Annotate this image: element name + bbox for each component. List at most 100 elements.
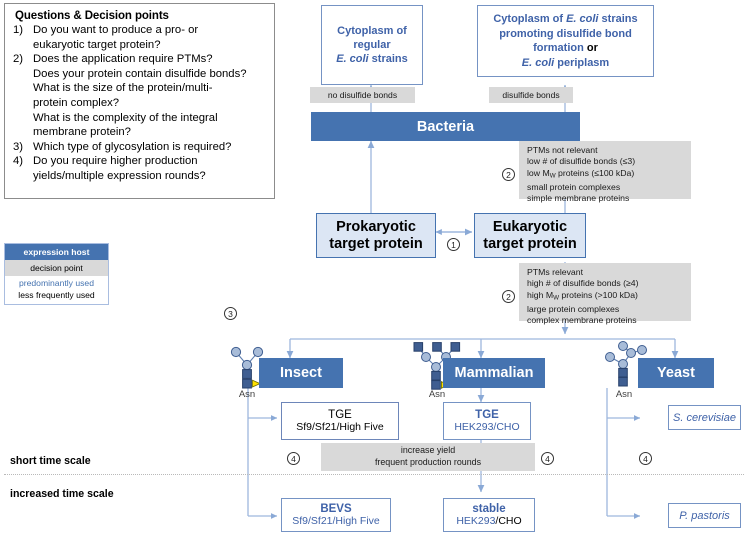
cytoplasm-regular-line1: Cytoplasm of — [337, 25, 407, 37]
question-text: What is the complexity of the integral — [33, 111, 218, 124]
legend-panel: expression host decision point predomina… — [4, 243, 109, 305]
asn-label-insect: Asn — [238, 389, 256, 400]
question-number: 4) — [13, 155, 24, 168]
cytoplasm-disulfide-line2: promoting disulfide bond — [499, 27, 632, 40]
host-mammalian-box[interactable]: Mammalian — [443, 358, 545, 388]
insect-bevs-box[interactable]: BEVS Sf9/Sf21/High Five — [281, 498, 391, 532]
eukaryotic-criteria-list: PTMs relevant high # of disulfide bonds … — [519, 263, 691, 325]
cytoplasm-disulfide-line3: formation or — [533, 41, 598, 56]
asn-label-yeast: Asn — [615, 389, 633, 400]
mammalian-stable-box[interactable]: stable HEK293/CHO — [443, 498, 535, 532]
or-text: or — [586, 42, 598, 54]
prokaryotic-label-line1: Prokaryotic — [336, 218, 416, 235]
prokaryotic-target-protein-box[interactable]: Prokaryotic target protein — [316, 213, 436, 258]
legend-decision-point: decision point — [5, 260, 108, 276]
insect-tge-title: TGE — [328, 409, 352, 421]
question-item: 4) Do you require higher production — [13, 154, 266, 169]
question-number: 2) — [13, 53, 24, 66]
ecoli-italic: E. coli — [521, 56, 555, 69]
decision-marker-1: 1 — [447, 238, 460, 251]
s-cerevisiae-label: S. cerevisiae — [673, 411, 736, 424]
stable-cells: HEK293/CHO — [456, 515, 521, 527]
question-item: 1) Do you want to produce a pro- or — [13, 23, 266, 38]
increase-yield-line2: frequent production rounds — [374, 457, 482, 467]
question-text: yields/multiple expression rounds? — [33, 169, 206, 182]
short-time-scale-label: short time scale — [10, 455, 91, 467]
cytoplasm-regular-ecoli-box: Cytoplasm of regular E. coli strains — [321, 5, 423, 85]
decision-marker-4-mammalian: 4 — [541, 452, 554, 465]
question-text: What is the size of the protein/multi- — [33, 82, 213, 95]
host-yeast-box[interactable]: Yeast — [638, 358, 714, 388]
tag-no-disulfide-bonds: no disulfide bonds — [310, 87, 415, 103]
ecoli-italic: E. coli — [566, 13, 599, 25]
decision-marker-4-yeast: 4 — [639, 452, 652, 465]
increase-yield-line1: increase yield — [400, 445, 456, 456]
question-text: Do you want to produce a pro- or — [33, 24, 199, 36]
periplasm-text: periplasm — [554, 56, 610, 69]
bevs-cells: Sf9/Sf21/High Five — [292, 515, 380, 527]
insect-tge-cells: Sf9/Sf21/High Five — [296, 421, 384, 433]
criteria-mw-post: proteins (>100 kDa) — [558, 289, 638, 300]
glycan-yeast-icon — [601, 341, 653, 389]
questions-decision-points-panel: Questions & Decision points 1) Do you wa… — [4, 3, 275, 199]
legend-expression-host: expression host — [5, 244, 108, 260]
host-bacteria-box[interactable]: Bacteria — [311, 112, 580, 141]
question-text: eukaryotic target protein? — [33, 38, 161, 51]
decision-marker-4-insect: 4 — [287, 452, 300, 465]
criteria-line: low MW proteins (≤100 kDa) — [527, 168, 685, 182]
prokaryotic-label-line2: target protein — [329, 235, 423, 252]
glycan-insect-icon — [223, 343, 271, 391]
formation-text: formation — [533, 42, 587, 54]
stable-cells-cho: /CHO — [495, 515, 522, 527]
stable-title: stable — [472, 503, 506, 515]
decision-marker-2-prokaryotic: 2 — [502, 168, 515, 181]
criteria-mw-subscript: W — [549, 172, 556, 180]
mammalian-tge-title: TGE — [475, 409, 499, 421]
strains-text: strains — [368, 53, 408, 65]
strains-text: strains — [598, 13, 638, 25]
question-number: 3) — [13, 140, 24, 153]
questions-title: Questions & Decision points — [15, 10, 169, 22]
question-text: Does the application require PTMs? — [33, 53, 213, 66]
mammalian-tge-cells: HEK293/CHO — [454, 421, 520, 433]
criteria-line: low # of disulfide bonds (≤3) — [527, 156, 636, 167]
insect-tge-box[interactable]: TGE Sf9/Sf21/High Five — [281, 402, 399, 440]
bevs-title: BEVS — [320, 503, 352, 515]
ecoli-italic: E. coli — [336, 53, 369, 65]
criteria-line: PTMs relevant — [527, 267, 584, 277]
criteria-line: small protein complexes — [527, 181, 621, 192]
question-item: 2) Does the application require PTMs? — [13, 52, 266, 67]
decision-marker-2-eukaryotic: 2 — [502, 290, 515, 303]
question-item: 3) Which type of glycosylation is requir… — [13, 140, 266, 155]
criteria-line: high # of disulfide bonds (≥4) — [527, 278, 639, 289]
increased-time-scale-label: increased time scale — [10, 488, 114, 500]
p-pastoris-label: P. pastoris — [679, 509, 730, 522]
question-text: protein complex? — [33, 96, 120, 109]
question-text: membrane protein? — [33, 126, 131, 139]
increase-yield-box: increase yield frequent production round… — [321, 443, 535, 471]
cytoplasm-disulfide-line1: Cytoplasm of E. coli strains — [493, 12, 637, 27]
question-text: Does your protein contain disulfide bond… — [33, 67, 247, 80]
cytoplasm-regular-line3: E. coli strains — [336, 52, 408, 66]
criteria-line: high MW proteins (>100 kDa) — [527, 290, 685, 304]
cytoplasm-regular-line2: regular — [353, 39, 391, 51]
time-scale-divider — [4, 474, 744, 475]
cytoplasm-disulfide-line4: E. coli periplasm — [522, 56, 609, 71]
p-pastoris-box[interactable]: P. pastoris — [668, 503, 741, 528]
legend-less-frequently-used: less frequently used — [18, 289, 95, 300]
glycan-mammalian-icon — [409, 338, 465, 392]
question-text: Do you require higher production — [33, 155, 198, 168]
criteria-mw-post: proteins (≤100 kDa) — [555, 167, 635, 178]
criteria-line: large protein complexes — [527, 303, 620, 314]
eukaryotic-target-protein-box[interactable]: Eukaryotic target protein — [474, 213, 586, 258]
cytoplasm-of-text: Cytoplasm of — [493, 13, 567, 25]
host-insect-box[interactable]: Insect — [259, 358, 343, 388]
criteria-line: complex membrane proteins — [527, 315, 637, 326]
tag-disulfide-bonds: disulfide bonds — [489, 87, 573, 103]
criteria-mw-pre: high M — [527, 289, 554, 300]
eukaryotic-label-line1: Eukaryotic — [492, 218, 568, 235]
criteria-line: simple membrane proteins — [527, 193, 630, 204]
mammalian-tge-box[interactable]: TGE HEK293/CHO — [443, 402, 531, 440]
s-cerevisiae-box[interactable]: S. cerevisiae — [668, 405, 741, 430]
